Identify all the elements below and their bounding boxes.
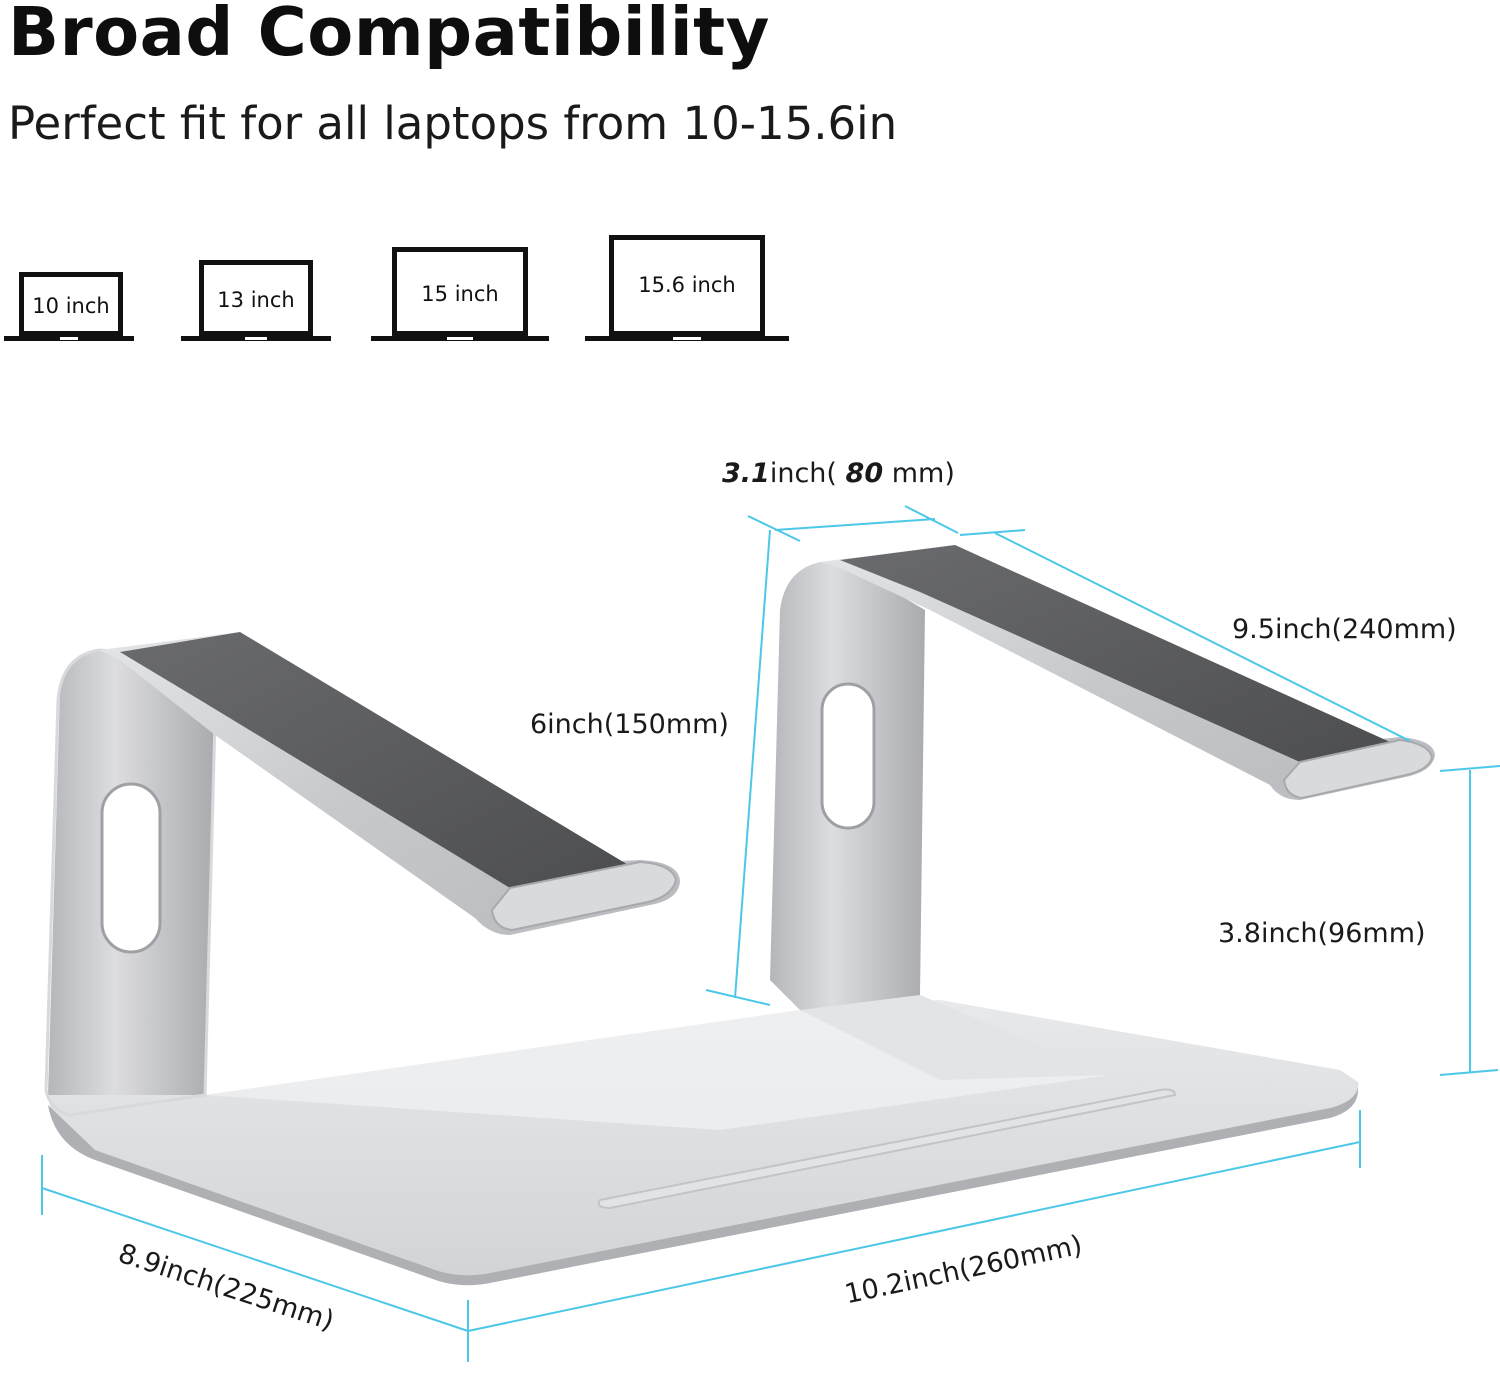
laptop-13-inch-icon: 13 inch — [181, 260, 331, 342]
laptop-10-inch-icon: 10 inch — [4, 272, 134, 342]
laptop-size-label: 10 inch — [32, 294, 110, 318]
stand-base-plate — [48, 1000, 1359, 1286]
front-height-label: 6inch(150mm) — [530, 709, 729, 740]
pad-width-mm: 80 — [845, 458, 884, 489]
page-subtitle: Perfect fit for all laptops from 10-15.6… — [8, 97, 898, 150]
laptop-notch — [447, 337, 473, 340]
laptop-15-6-inch-icon: 15.6 inch — [585, 235, 789, 342]
laptop-notch — [673, 337, 701, 340]
laptop-size-label: 15.6 inch — [638, 272, 736, 297]
laptop-screen: 13 inch — [199, 260, 313, 336]
stand-front-upright — [44, 632, 680, 1117]
laptop-screen: 10 inch — [19, 272, 123, 336]
stand-rear-upright — [770, 545, 1435, 1080]
laptop-size-label: 13 inch — [217, 288, 295, 312]
rear-height-label: 3.8inch(96mm) — [1218, 918, 1426, 949]
laptop-size-label: 15 inch — [421, 281, 499, 306]
laptop-screen: 15 inch — [392, 247, 528, 336]
laptop-15-inch-icon: 15 inch — [371, 247, 549, 342]
laptop-notch — [60, 337, 78, 340]
pad-length-label: 9.5inch(240mm) — [1232, 614, 1457, 645]
laptop-notch — [245, 337, 267, 340]
dimension-lines — [41, 505, 1500, 1362]
page-title: Broad Compatibility — [8, 0, 770, 71]
pad-width-value: 3.1 — [722, 458, 770, 489]
pad-width-label: 3.1inch( 80 mm) — [722, 458, 955, 489]
laptop-screen: 15.6 inch — [609, 235, 765, 336]
